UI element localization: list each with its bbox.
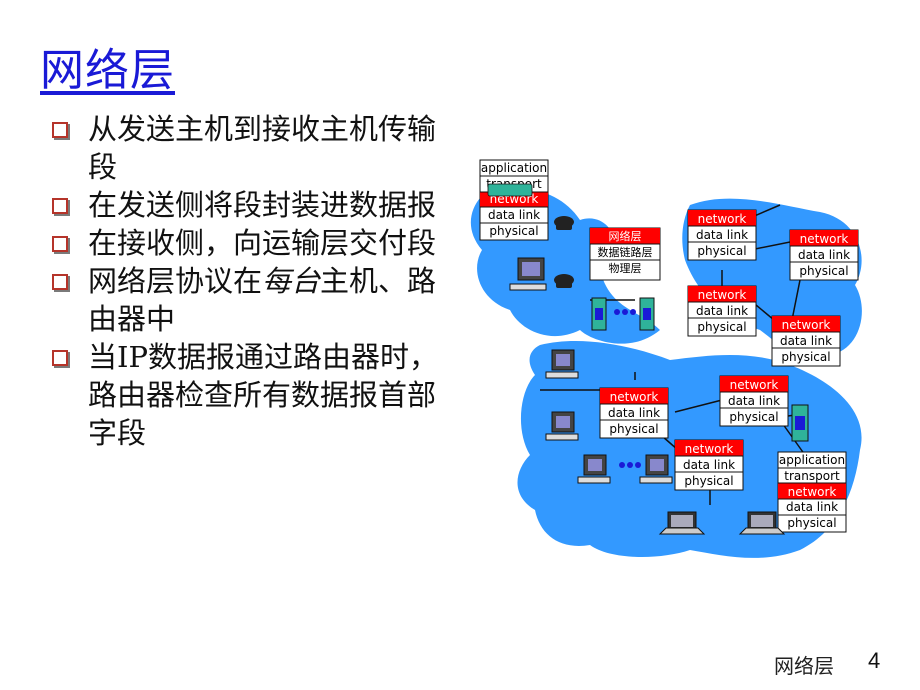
footer-label: 网络层	[774, 654, 834, 678]
router-stack: network data link physical	[687, 209, 757, 261]
router-layer-physical: physical	[729, 410, 778, 424]
bullet-list: 从发送主机到接收主机传输段 在发送侧将段封装进数据报 在接收侧，向运输层交付段 …	[52, 110, 442, 452]
host-protocol-stack-bottom-right: application transport network data link …	[777, 451, 847, 533]
router-stack: network data link physical	[789, 229, 859, 281]
router-stack: network data link physical	[674, 439, 744, 491]
desktop-computer-icon	[545, 349, 579, 379]
layer-label-physical: physical	[787, 516, 836, 530]
router-layer-physical: physical	[609, 422, 658, 436]
router-stack: network data link physical	[687, 285, 757, 337]
desktop-computer-icon	[545, 411, 579, 441]
layer-label-application: application	[481, 161, 547, 175]
router-layer-physical: physical	[799, 264, 848, 278]
bullet-item: 网络层协议在每台主机、路由器中	[52, 262, 442, 338]
router-layer-physical: physical	[697, 244, 746, 258]
router-layer-physical: physical	[697, 320, 746, 334]
laptop-icon	[658, 511, 706, 535]
router-layer-network: network	[698, 288, 747, 302]
router-layer-physical: physical	[684, 474, 733, 488]
router-layer-network: network	[610, 390, 659, 404]
bullet-box-icon	[52, 274, 68, 290]
bullet-box-icon	[52, 350, 68, 366]
bullet-box-icon	[52, 236, 68, 252]
router-stack: network data link physical	[771, 315, 841, 367]
router-layer-physical: physical	[781, 350, 830, 364]
router-layer-datalink: data link	[780, 334, 832, 348]
page-title: 网络层	[40, 45, 175, 96]
router-layer-network: network	[698, 212, 747, 226]
network-diagram: application transport network data link …	[470, 159, 862, 558]
router-layer-datalink: data link	[696, 228, 748, 242]
router-layer-network: network	[730, 378, 779, 392]
router-layer-datalink: data link	[798, 248, 850, 262]
router-layer-datalink: data link	[683, 458, 735, 472]
layer-label-network-cn: 网络层	[609, 229, 642, 243]
bullet-box-icon	[52, 122, 68, 138]
layer-label-transport: transport	[784, 469, 840, 483]
layer-label-application: application	[779, 453, 845, 467]
bullet-item: 从发送主机到接收主机传输段	[52, 110, 442, 186]
layer-label-physical: physical	[489, 224, 538, 238]
layer-label-network: network	[788, 485, 837, 499]
bullet-box-icon	[52, 198, 68, 214]
router-layer-network: network	[782, 318, 831, 332]
router-layer-datalink: data link	[728, 394, 780, 408]
bullet-item: 在发送侧将段封装进数据报	[52, 186, 442, 224]
layer-label-data-link: data link	[488, 208, 540, 222]
page-number: 4	[868, 648, 881, 673]
host-protocol-stack-top-left: application transport network data link …	[479, 159, 549, 241]
bullet-item: 当IP数据报通过路由器时，路由器检查所有数据报首部字段	[52, 338, 442, 452]
desktop-computer-icon	[577, 454, 673, 484]
bullet-item: 在接收侧，向运输层交付段	[52, 224, 442, 262]
telephone-icon	[554, 274, 574, 288]
layer-label-data-link: data link	[786, 500, 838, 514]
layer-label-datalink-cn: 数据链路层	[598, 245, 653, 259]
layer-label-physical-cn: 物理层	[609, 261, 642, 275]
switch-protocol-stack: 网络层 数据链路层 物理层	[589, 227, 661, 281]
telephone-icon	[554, 216, 574, 230]
laptop-icon	[738, 511, 786, 535]
server-icon	[591, 297, 655, 331]
router-stack: network data link physical	[599, 387, 669, 439]
router-layer-network: network	[800, 232, 849, 246]
desktop-computer-icon	[509, 257, 547, 291]
router-layer-network: network	[685, 442, 734, 456]
router-stack: network data link physical	[719, 375, 789, 427]
server-icon	[791, 404, 809, 442]
router-layer-datalink: data link	[696, 304, 748, 318]
router-layer-datalink: data link	[608, 406, 660, 420]
